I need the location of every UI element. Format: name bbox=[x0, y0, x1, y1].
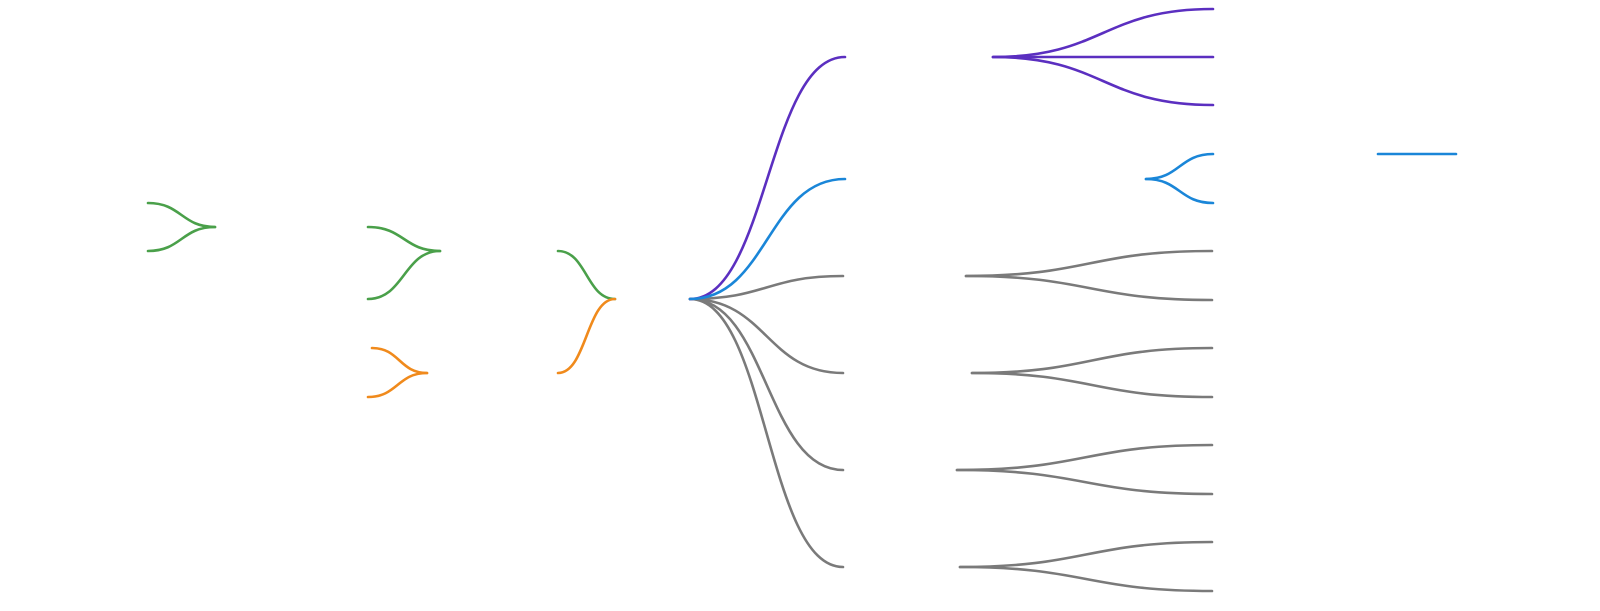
connector-root-r5 bbox=[688, 297, 845, 472]
connector-l2-group-top bbox=[370, 346, 429, 375]
connector-r2-r2b bbox=[1144, 177, 1215, 205]
connector-r5-r5a bbox=[955, 443, 1214, 472]
connector-hub-l1 bbox=[556, 249, 617, 301]
connector-r6-r6b bbox=[958, 565, 1214, 593]
connector-r1-r1c bbox=[991, 55, 1215, 107]
connector-r3-r3a bbox=[964, 249, 1214, 278]
connector-root-r3 bbox=[688, 274, 845, 301]
connector-r4-r4b bbox=[970, 371, 1214, 399]
connector-l1-group-bottom bbox=[366, 249, 442, 301]
connector-hub-l2 bbox=[556, 297, 617, 375]
connector-r2-r2a bbox=[1144, 152, 1215, 181]
connector-r6-r6a bbox=[958, 540, 1214, 569]
connector-r1-r1a bbox=[991, 7, 1215, 59]
connector-l2-group-bottom bbox=[366, 371, 429, 399]
connector-l1a-top bbox=[146, 201, 217, 229]
connector-l1a-bottom bbox=[146, 225, 217, 253]
connector-root-r1 bbox=[688, 55, 847, 301]
connector-root-r4 bbox=[688, 297, 845, 375]
connector-r5-r5b bbox=[955, 468, 1214, 496]
connector-r4-r4a bbox=[970, 346, 1214, 375]
connector-r3-r3b bbox=[964, 274, 1214, 302]
connector-root-r2 bbox=[688, 177, 847, 301]
connector-l1-group-top bbox=[366, 225, 442, 253]
connector-root-r6 bbox=[688, 297, 845, 569]
